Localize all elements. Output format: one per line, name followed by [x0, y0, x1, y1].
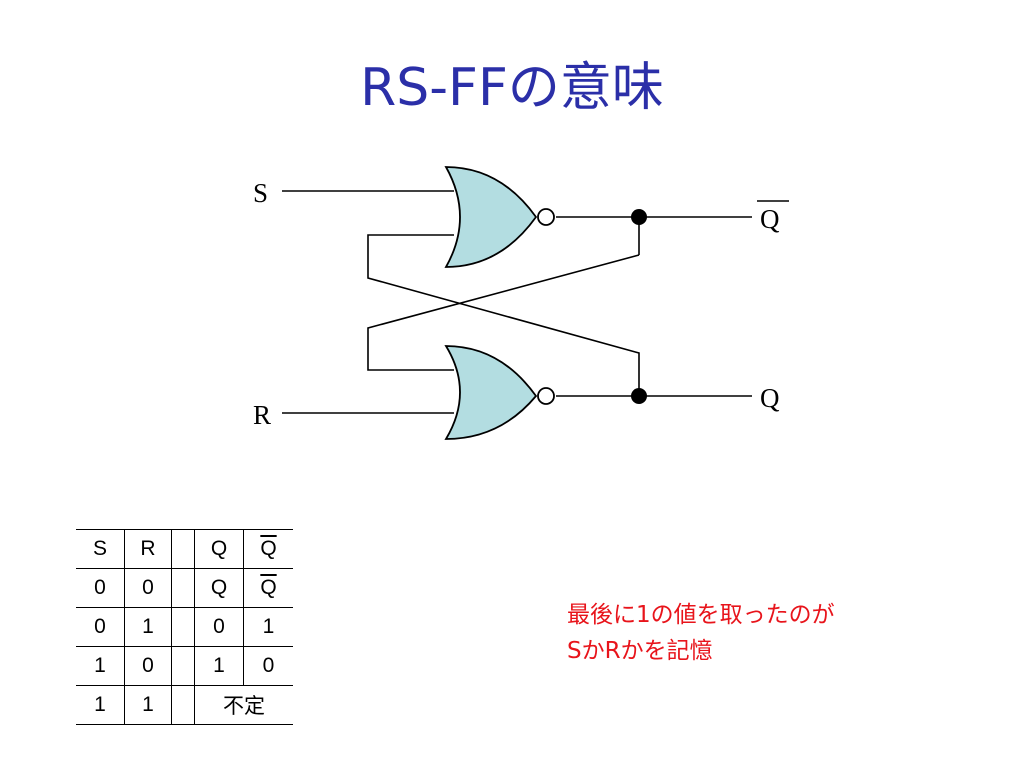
table-cell: Q — [194, 568, 244, 608]
table-header-qbar-cell: Q — [243, 529, 293, 569]
table-header-q: Q — [194, 529, 244, 569]
nor-gate-top-body — [444, 166, 538, 268]
table-cell: 1 — [124, 607, 172, 647]
table-row: 0 1 0 1 — [76, 607, 293, 647]
table-row: 1 1 不定 — [76, 685, 293, 725]
table-cell: 1 — [76, 646, 125, 686]
table-cell: 0 — [76, 607, 125, 647]
page-title: RS-FFの意味 — [360, 58, 664, 118]
table-cell: Q — [260, 576, 277, 599]
memory-note: 最後に1の値を取ったのが SかRかを記憶 — [567, 597, 835, 669]
table-cell: 0 — [124, 568, 172, 608]
nor-gate-bottom — [444, 345, 555, 440]
label-q: Q — [760, 383, 780, 413]
nor-gate-bottom-body — [444, 345, 538, 440]
table-row: 1 0 1 0 — [76, 646, 293, 686]
nor-gate-bottom-bubble — [537, 387, 555, 405]
nor-gate-top-bubble — [537, 208, 555, 226]
table-cell-qbar: Q — [243, 568, 293, 608]
wire-cross-to-bottom — [367, 254, 640, 371]
memory-note-line2: SかRかを記憶 — [567, 638, 713, 664]
junction-dot-q — [631, 388, 647, 404]
table-cell — [171, 646, 195, 686]
truth-table: S R Q Q 0 0 Q Q 0 1 0 1 1 0 1 0 1 1 不定 — [76, 529, 293, 725]
table-row: 0 0 Q Q — [76, 568, 293, 608]
table-header-qbar: Q — [260, 537, 277, 560]
table-header-s: S — [76, 529, 125, 569]
table-cell: 1 — [76, 685, 125, 725]
label-s: S — [253, 178, 268, 208]
table-cell-undefined: 不定 — [194, 685, 293, 725]
table-header-row: S R Q Q — [76, 529, 293, 569]
table-cell — [171, 568, 195, 608]
label-qbar: Q — [760, 204, 780, 234]
table-header-r: R — [124, 529, 172, 569]
wire-top-feedback-input — [367, 234, 640, 396]
table-header-gap — [171, 529, 195, 569]
junction-dot-qbar — [631, 209, 647, 225]
nor-gate-top — [444, 166, 555, 268]
memory-note-line1: 最後に1の値を取ったのが — [567, 602, 835, 628]
table-cell — [171, 685, 195, 725]
label-r: R — [253, 400, 271, 430]
table-cell: 0 — [194, 607, 244, 647]
table-cell: 1 — [194, 646, 244, 686]
table-cell: 0 — [124, 646, 172, 686]
table-cell: 1 — [124, 685, 172, 725]
table-cell: 0 — [76, 568, 125, 608]
table-cell: 1 — [243, 607, 293, 647]
table-cell — [171, 607, 195, 647]
table-cell: 0 — [243, 646, 293, 686]
